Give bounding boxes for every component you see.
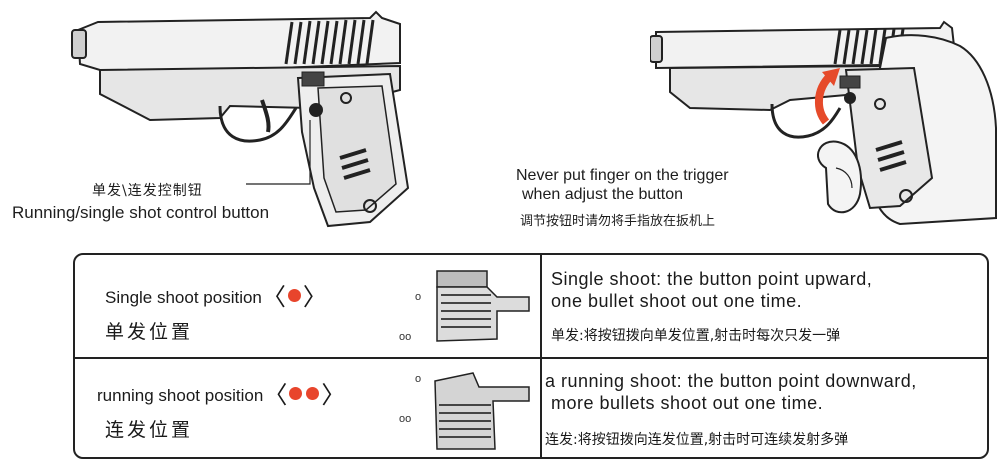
single-position-text: Single shoot position: [105, 288, 262, 307]
row-divider: [75, 357, 987, 359]
red-dot-icon: [306, 387, 320, 400]
single-desc-en-line2: one bullet shoot out one time.: [551, 291, 803, 311]
left-angle-bracket: 〈: [261, 284, 286, 311]
running-desc-cn: 连发:将按钮拨向连发位置,射击时可连续发射多弹: [545, 432, 849, 448]
running-position-label: running shoot position〈 〉: [97, 375, 345, 410]
pistol-illustration-left: [71, 10, 410, 228]
running-desc-en-line2: more bullets shoot out one time.: [551, 393, 824, 413]
left-angle-bracket: 〈: [263, 382, 288, 409]
red-dot-icon: [287, 289, 301, 302]
trigger-warning-cn: 调节按钮时请勿将手指放在扳机上: [520, 214, 716, 229]
trigger-warning-line2: when adjust the button: [522, 186, 684, 203]
single-desc-cn: 单发:将按钮拨向单发位置,射击时每次只发一弹: [551, 328, 841, 344]
running-position-text: running shoot position: [97, 386, 264, 405]
position-mark-double: oo: [399, 413, 412, 425]
running-position-cn: 连发位置: [105, 419, 194, 441]
single-position-cn: 单发位置: [105, 321, 194, 343]
control-button-caption-en: Running/single shot control button: [12, 203, 270, 222]
position-mark-double: oo: [399, 331, 412, 343]
position-mark-single: o: [415, 291, 422, 303]
right-angle-bracket: 〉: [321, 382, 346, 409]
column-divider: [540, 255, 542, 457]
control-button-caption-cn: 单发\连发控制钮: [92, 183, 203, 199]
pistol-in-hand-illustration: [650, 20, 997, 226]
selector-switch-down-icon: [434, 372, 530, 450]
trigger-warning-line1: Never put finger on the trigger: [516, 167, 729, 184]
running-desc-en-line1: a running shoot: the button point downwa…: [545, 371, 917, 391]
red-dot-icon: [289, 387, 303, 400]
shooting-mode-table: Single shoot position〈〉 单发位置 o oo Single…: [73, 253, 989, 459]
selector-switch-up-icon: [436, 270, 530, 342]
right-angle-bracket: 〉: [302, 284, 327, 311]
position-mark-single: o: [415, 373, 422, 385]
single-position-label: Single shoot position〈〉: [105, 277, 327, 312]
single-desc-en-line1: Single shoot: the button point upward,: [551, 269, 873, 289]
